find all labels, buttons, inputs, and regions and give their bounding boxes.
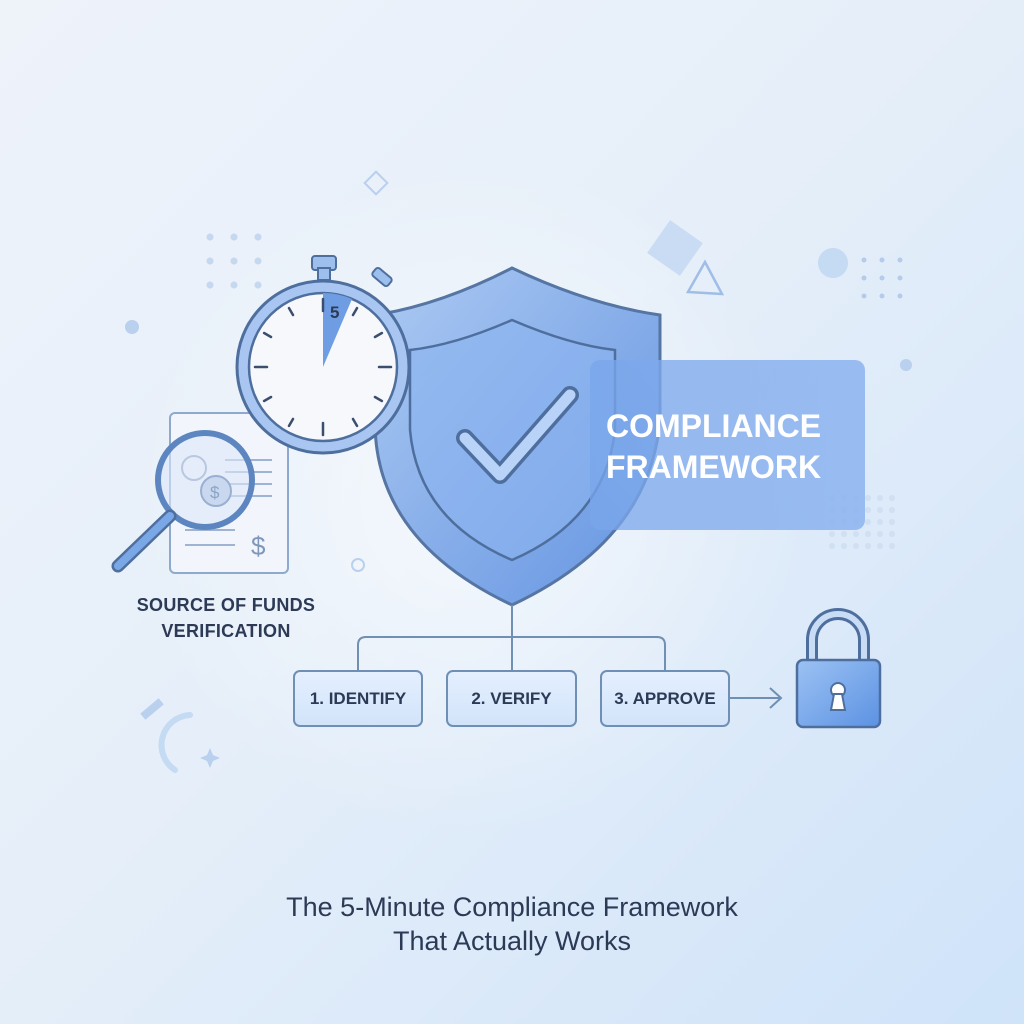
decor-dot (889, 495, 895, 501)
stopwatch-tick (262, 331, 273, 339)
decor-dot (829, 543, 835, 549)
decor-dot (897, 293, 903, 299)
banner-line-1: COMPLIANCE (606, 408, 822, 444)
source-label-line-1: SOURCE OF FUNDS (136, 595, 316, 615)
decor-dot (877, 531, 883, 537)
decor-dot (206, 233, 214, 241)
decor-dot (865, 543, 871, 549)
decor-dot (877, 543, 883, 549)
source-label-line-2: VERIFICATION (161, 621, 291, 641)
stopwatch-tick (287, 306, 295, 317)
flow-connectors (357, 605, 666, 670)
shield-check-icon (373, 266, 662, 607)
decor-dot (877, 495, 883, 501)
lock-icon (795, 608, 882, 729)
decor-dot (841, 543, 847, 549)
dollar-icon: $ (251, 531, 266, 561)
compliance-framework-banner: COMPLIANCE FRAMEWORK (590, 360, 865, 530)
decor-dot (889, 507, 895, 513)
decor-dot (865, 531, 871, 537)
decor-dot (889, 519, 895, 525)
decor-dot (853, 543, 859, 549)
title-line-1: The 5-Minute Compliance Framework (286, 892, 738, 922)
decor-dot (879, 293, 885, 299)
decor-dot (865, 507, 871, 513)
magnifier-icon: $ (111, 430, 255, 573)
decor-dot (861, 293, 867, 299)
arrow-right-icon (730, 687, 783, 709)
title-line-2: That Actually Works (392, 926, 632, 956)
decor-dot (829, 531, 835, 537)
decor-dot (254, 233, 262, 241)
decor-dot (230, 257, 238, 265)
decor-dot (206, 281, 214, 289)
decor-dot (889, 531, 895, 537)
step-identify: 1. IDENTIFY (293, 670, 423, 727)
banner-line-2: FRAMEWORK (606, 449, 822, 485)
decor-dot (879, 257, 885, 263)
source-of-funds-label: SOURCE OF FUNDS VERIFICATION (106, 592, 346, 644)
decor-dot (865, 519, 871, 525)
stopwatch-tick (287, 417, 295, 428)
decor-dot (861, 257, 867, 263)
stopwatch-icon: 5 (235, 255, 411, 455)
decorative-shapes (125, 170, 912, 773)
stopwatch-tick (373, 395, 384, 403)
decor-dot (897, 257, 903, 263)
decor-dot (230, 281, 238, 289)
svg-text:$: $ (210, 483, 220, 502)
decor-dot (206, 257, 214, 265)
stopwatch-tick (351, 306, 359, 317)
decor-dot (877, 507, 883, 513)
decor-dot (877, 519, 883, 525)
decor-dot (254, 257, 262, 265)
decor-dot (853, 531, 859, 537)
stopwatch-minutes: 5 (330, 303, 339, 322)
decor-dot (841, 531, 847, 537)
page-title: The 5-Minute Compliance Framework That A… (0, 890, 1024, 958)
decor-dot (897, 275, 903, 281)
step-verify: 2. VERIFY (446, 670, 577, 727)
decor-dot (865, 495, 871, 501)
stopwatch-tick (373, 331, 384, 339)
decor-dot (230, 233, 238, 241)
stopwatch-tick (262, 395, 273, 403)
step-approve: 3. APPROVE (600, 670, 730, 727)
decor-dot (889, 543, 895, 549)
stopwatch-tick (351, 417, 359, 428)
decor-dot (254, 281, 262, 289)
decor-dot (879, 275, 885, 281)
decor-dot (861, 275, 867, 281)
